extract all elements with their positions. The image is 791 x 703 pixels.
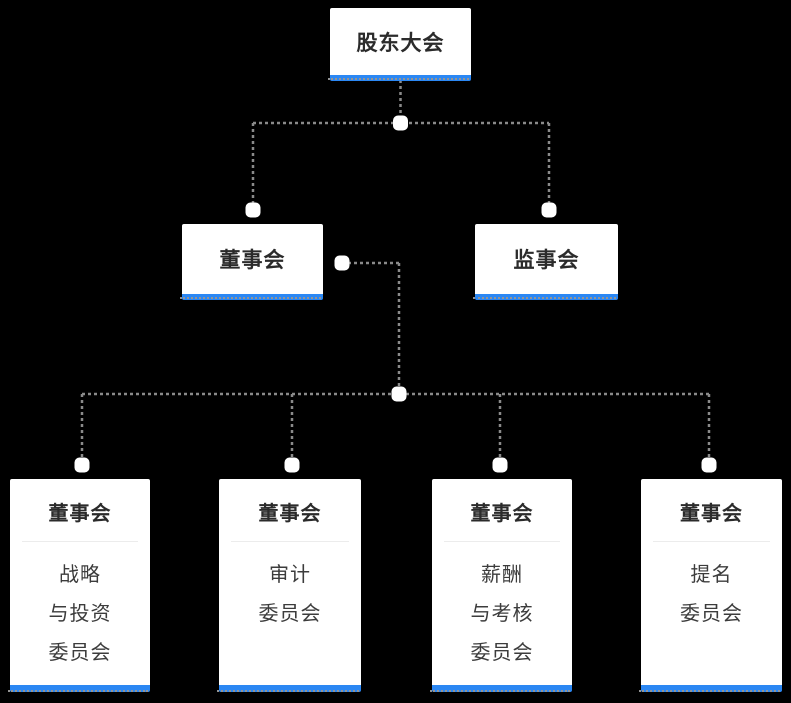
connector-handle[interactable] [245, 202, 261, 218]
node-supervisory-board[interactable]: 监事会 [473, 224, 618, 300]
committee-header: 董事会 [258, 503, 322, 525]
committee-name-line: 委员会 [470, 642, 534, 664]
committee-name-line: 委员会 [258, 603, 322, 625]
node-shareholders-meeting[interactable]: 股东大会 [328, 8, 471, 81]
committee-name-line: 委员会 [48, 642, 112, 664]
committee-name: 审计 委员会 [219, 556, 361, 634]
node-nomination-committee[interactable]: 董事会 提名 委员会 [639, 479, 782, 692]
divider [231, 541, 349, 542]
node-strategy-investment-committee[interactable]: 董事会 战略 与投资 委员会 [8, 479, 150, 692]
divider [22, 541, 138, 542]
committee-header: 董事会 [470, 503, 534, 525]
committee-name-line: 薪酬 [481, 564, 523, 586]
connector-handle[interactable] [391, 386, 407, 402]
divider [444, 541, 560, 542]
committee-name-line: 提名 [690, 564, 733, 586]
node-label: 董事会 [219, 249, 286, 272]
committee-name-line: 战略 [59, 564, 101, 586]
node-audit-committee[interactable]: 董事会 审计 委员会 [217, 479, 361, 692]
connector-handle[interactable] [74, 457, 90, 473]
connector-handle[interactable] [334, 255, 350, 271]
connector-handle[interactable] [393, 115, 408, 131]
connector-handle[interactable] [541, 202, 557, 218]
connector-handle[interactable] [492, 457, 508, 473]
committee-name-line: 与投资 [48, 603, 112, 625]
committee-header: 董事会 [48, 503, 112, 525]
node-label: 监事会 [513, 249, 580, 272]
committee-name-line: 审计 [269, 564, 311, 586]
node-board-of-directors[interactable]: 董事会 [180, 224, 323, 300]
connector-handle[interactable] [284, 457, 300, 473]
node-remuneration-appraisal-committee[interactable]: 董事会 薪酬 与考核 委员会 [430, 479, 572, 692]
connector-handle[interactable] [701, 457, 717, 473]
committee-name: 战略 与投资 委员会 [10, 556, 150, 673]
committee-name: 提名 委员会 [641, 556, 782, 634]
divider [653, 541, 770, 542]
node-label: 股东大会 [356, 31, 445, 55]
committee-name: 薪酬 与考核 委员会 [432, 556, 572, 673]
committee-name-line: 与考核 [470, 603, 534, 625]
committee-name-line: 委员会 [680, 603, 743, 625]
committee-header: 董事会 [680, 503, 743, 525]
